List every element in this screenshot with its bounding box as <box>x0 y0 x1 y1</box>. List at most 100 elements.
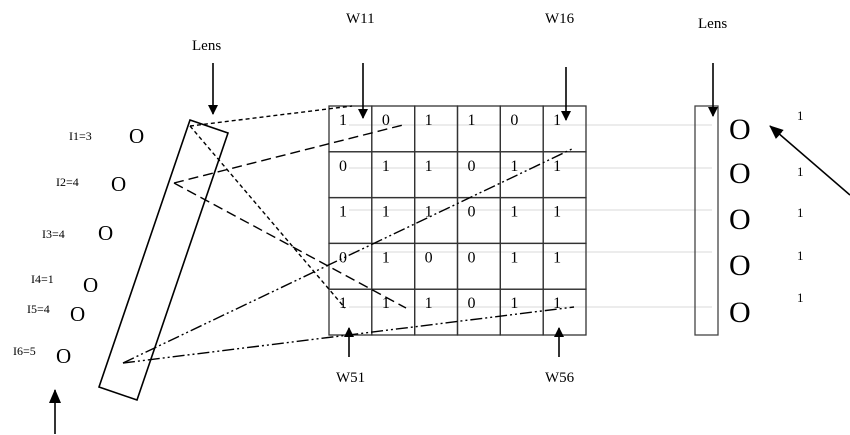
ray-dashed-long-1 <box>173 124 404 184</box>
output-node-5: O <box>729 296 751 329</box>
w16-label: W16 <box>545 11 575 27</box>
matrix-cell <box>456 151 501 199</box>
matrix-cell-value: 1 <box>553 249 561 266</box>
matrix-cell <box>542 151 587 199</box>
matrix-cell <box>456 105 501 153</box>
matrix-cell-value: 0 <box>382 112 390 129</box>
matrix-cell <box>414 105 459 153</box>
matrix-cell-value: 1 <box>510 295 518 312</box>
matrix-cell <box>499 242 544 290</box>
matrix-cell-value: 1 <box>382 295 390 312</box>
matrix-cell-value: 1 <box>553 295 561 312</box>
diagram-labels: Lens W11 W16 Lens W51 W56 I1=3 O I2=4 O … <box>13 11 804 386</box>
matrix-cell <box>542 196 587 245</box>
input-label-4: I4=1 <box>31 272 54 286</box>
matrix-cell <box>414 288 459 336</box>
output-value-3: 1 <box>797 205 804 220</box>
input-node-2: O <box>111 172 126 196</box>
matrix-cell-value: 0 <box>425 249 433 266</box>
output-value-5: 1 <box>797 290 804 305</box>
row-guide-lines <box>349 124 712 308</box>
matrix-cell-value: 0 <box>468 295 476 312</box>
light-rays <box>122 105 575 364</box>
input-node-5: O <box>70 302 85 326</box>
weight-matrix-grid: 1 0 1 1 0 1 0 1 1 0 1 1 1 1 1 0 1 1 0 1 0 0 1 1 1 1 1 0 1 1 <box>328 105 587 336</box>
matrix-cell-value: 1 <box>510 249 518 266</box>
w51-label: W51 <box>336 370 365 386</box>
output-arrow <box>769 125 850 196</box>
matrix-cell-value: 0 <box>468 204 476 221</box>
matrix-cell-value: 1 <box>553 204 561 221</box>
matrix-cell <box>542 242 587 290</box>
ray-dashed-short-2 <box>189 125 346 309</box>
ray-dashed-short-1 <box>189 105 353 127</box>
matrix-cell-value: 1 <box>553 158 561 175</box>
matrix-cell <box>499 105 544 153</box>
matrix-cell-value: 1 <box>382 204 390 221</box>
w56-label: W56 <box>545 370 575 386</box>
input-node-1: O <box>129 124 144 148</box>
matrix-cell-value: 1 <box>339 112 347 129</box>
matrix-cell-value: 0 <box>510 112 518 129</box>
output-node-4: O <box>729 249 751 282</box>
left-lens <box>97 118 230 402</box>
matrix-cell-value: 1 <box>425 158 433 175</box>
matrix-cell <box>328 196 373 245</box>
matrix-cell <box>456 242 501 290</box>
input-node-6: O <box>56 344 71 368</box>
matrix-cell <box>328 105 373 153</box>
output-value-2: 1 <box>797 164 804 179</box>
left-lens-label: Lens <box>192 38 221 54</box>
matrix-cell <box>328 288 373 336</box>
matrix-cell <box>328 151 373 199</box>
output-value-1: 1 <box>797 108 804 123</box>
w11-label: W11 <box>346 11 375 27</box>
matrix-cell <box>328 242 373 290</box>
matrix-cell-value: 0 <box>339 249 347 266</box>
input-label-1: I1=3 <box>69 129 92 143</box>
matrix-cell-value: 1 <box>510 158 518 175</box>
matrix-cell <box>542 288 587 336</box>
matrix-cell-value: 1 <box>339 295 347 312</box>
matrix-cell-value: 1 <box>425 295 433 312</box>
matrix-cell <box>371 288 416 336</box>
input-node-4: O <box>83 273 98 297</box>
matrix-cell-value: 1 <box>510 204 518 221</box>
input-label-2: I2=4 <box>56 175 79 189</box>
output-node-1: O <box>729 113 751 146</box>
output-value-4: 1 <box>797 248 804 263</box>
matrix-cell-value: 0 <box>468 158 476 175</box>
matrix-cell <box>371 151 416 199</box>
right-lens-label: Lens <box>698 16 727 32</box>
ray-dashed-long-2 <box>173 182 407 309</box>
matrix-cell <box>499 151 544 199</box>
matrix-cell <box>414 242 459 290</box>
matrix-cell-value: 1 <box>468 112 476 129</box>
ray-dashdot-1 <box>122 147 575 364</box>
input-label-3: I3=4 <box>42 227 65 241</box>
matrix-cell-value: 0 <box>468 249 476 266</box>
matrix-cell <box>542 105 587 153</box>
input-label-5: I5=4 <box>27 302 50 316</box>
matrix-cell-value: 1 <box>382 249 390 266</box>
matrix-cell <box>499 196 544 245</box>
output-node-3: O <box>729 203 751 236</box>
matrix-cell <box>371 242 416 290</box>
matrix-cell-value: 1 <box>553 112 561 129</box>
matrix-cell <box>371 196 416 245</box>
output-node-2: O <box>729 157 751 190</box>
matrix-cell <box>456 196 501 245</box>
matrix-cell-value: 0 <box>339 158 347 175</box>
matrix-cell-value: 1 <box>425 112 433 129</box>
arrows <box>49 63 850 434</box>
matrix-cell <box>456 288 501 336</box>
matrix-cell-value: 1 <box>382 158 390 175</box>
input-label-6: I6=5 <box>13 344 36 358</box>
input-node-3: O <box>98 221 113 245</box>
matrix-cell <box>414 151 459 199</box>
matrix-cell <box>371 105 416 153</box>
matrix-cell-value: 1 <box>339 204 347 221</box>
right-lens <box>694 105 719 336</box>
matrix-cell-value: 1 <box>425 204 433 221</box>
